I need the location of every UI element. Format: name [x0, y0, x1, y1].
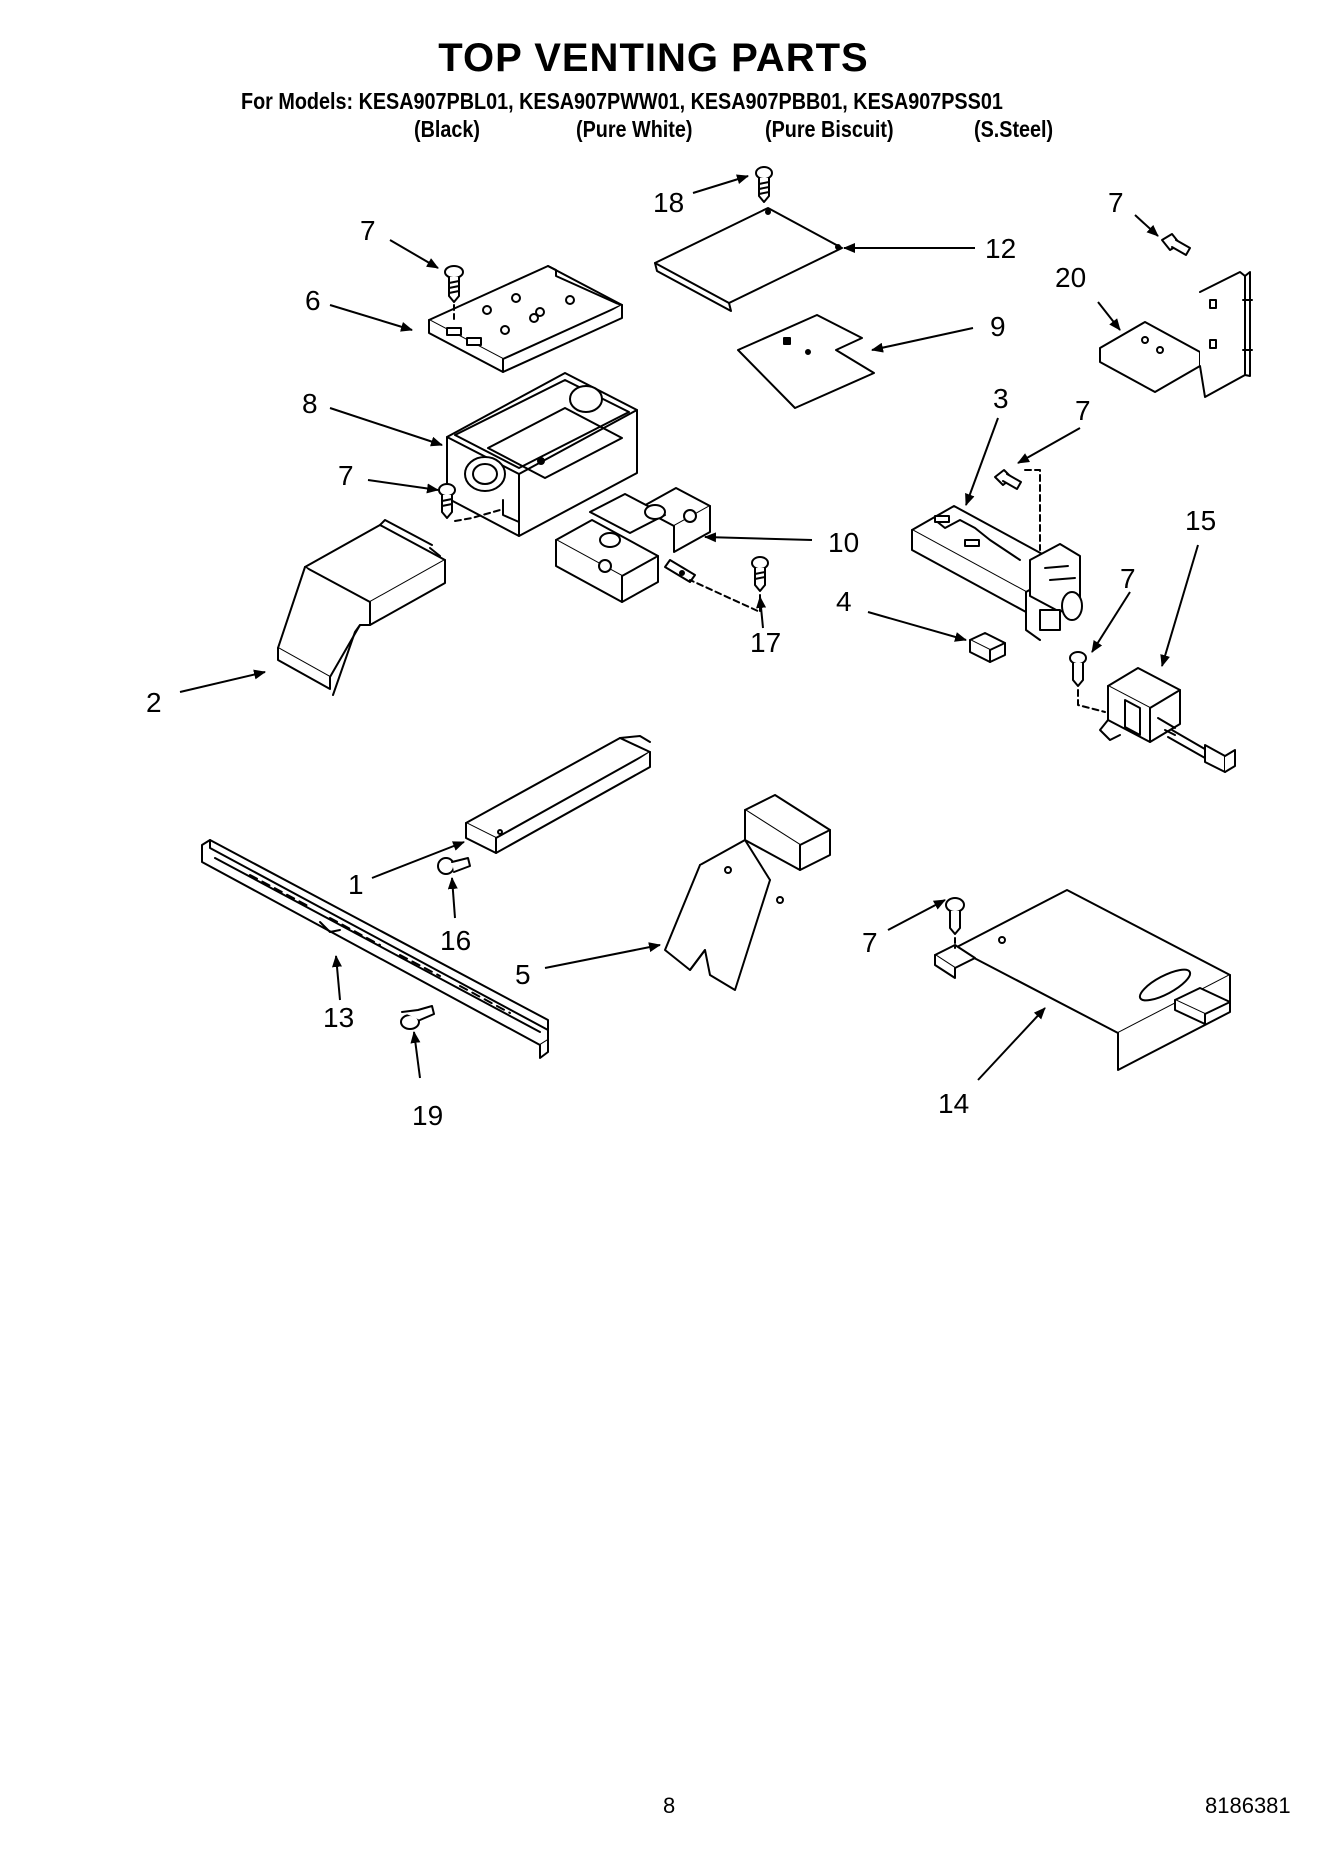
- part-7-screw-b: [444, 265, 464, 303]
- callout-3: 3: [993, 383, 1009, 414]
- callout-7-transformer: 7: [1120, 563, 1136, 594]
- callout-15: 15: [1185, 505, 1216, 536]
- part-7-screw-c: [438, 483, 456, 519]
- callout-6: 6: [305, 285, 321, 316]
- callout-10: 10: [828, 527, 859, 558]
- callout-7-top-left: 7: [360, 215, 376, 246]
- variant-black: (Black): [414, 116, 480, 142]
- part-13-rail: [201, 839, 549, 1059]
- part-14-deflector: [934, 889, 1231, 1071]
- part-9-plate: [737, 314, 875, 409]
- callout-9: 9: [990, 311, 1006, 342]
- variant-pure-white: (Pure White): [576, 116, 693, 142]
- callout-7-top-right: 7: [1108, 187, 1124, 218]
- callout-1: 1: [348, 869, 364, 900]
- part-7-screw-a: [1161, 233, 1191, 256]
- page-number: 8: [663, 1793, 676, 1818]
- callout-12: 12: [985, 233, 1016, 264]
- part-6-bracket: [428, 265, 623, 373]
- part-7-screw-e: [1069, 651, 1087, 687]
- callout-7-igniter: 7: [1075, 395, 1091, 426]
- callout-17: 17: [750, 627, 781, 658]
- part-12-top-plate: [654, 207, 843, 312]
- part-20-bracket: [1099, 271, 1253, 398]
- callout-8: 8: [302, 388, 318, 419]
- callout-4: 4: [836, 586, 852, 617]
- part-10-terminal-block: [555, 487, 711, 603]
- callout-13: 13: [323, 1002, 354, 1033]
- callout-2: 2: [146, 687, 162, 718]
- part-3-igniter-assembly: [911, 505, 1083, 641]
- part-1-channel: [465, 735, 651, 854]
- part-7-screw-f: [945, 897, 965, 935]
- leader-arrows: [179, 174, 1199, 1081]
- models-line: For Models: KESA907PBL01, KESA907PWW01, …: [241, 88, 1003, 114]
- part-4-fuse: [969, 632, 1006, 663]
- document-number: 8186381: [1205, 1793, 1291, 1818]
- part-15-transformer: [1099, 667, 1236, 773]
- callout-labels: 18 12 7 20 7 6 9 8 3 7 7 10 15 17 4 7 2 …: [146, 187, 1216, 1131]
- page-title: TOP VENTING PARTS: [438, 36, 869, 80]
- part-2-duct: [277, 519, 446, 696]
- part-18-screw: [755, 166, 773, 203]
- callout-18: 18: [653, 187, 684, 218]
- part-8-vent-box: [446, 372, 638, 537]
- callout-19: 19: [412, 1100, 443, 1131]
- callout-14: 14: [938, 1088, 969, 1119]
- variant-stainless-steel: (S.Steel): [974, 116, 1054, 142]
- callout-20: 20: [1055, 262, 1086, 293]
- part-16-screw: [437, 857, 471, 875]
- part-7-screw-d: [994, 469, 1022, 490]
- variant-pure-biscuit: (Pure Biscuit): [765, 116, 894, 142]
- part-5-shroud: [664, 794, 831, 991]
- callout-5: 5: [515, 959, 531, 990]
- callout-7-box: 7: [338, 460, 354, 491]
- part-19-screw: [400, 1005, 435, 1030]
- callout-16: 16: [440, 925, 471, 956]
- part-17-screw: [751, 556, 769, 592]
- callout-7-deflector: 7: [862, 927, 878, 958]
